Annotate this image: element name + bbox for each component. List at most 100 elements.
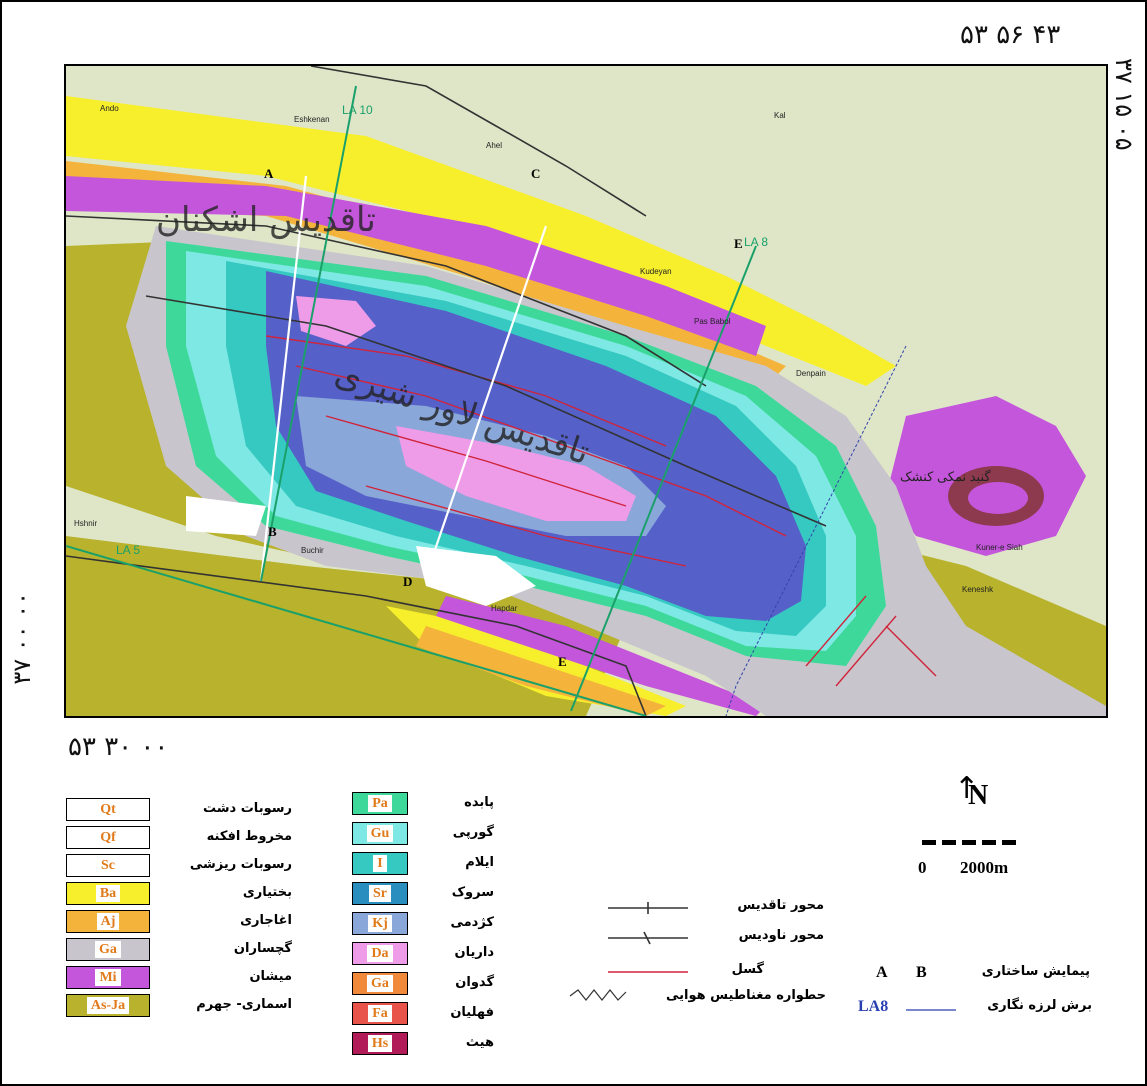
anticline-label: محور تاقدیس bbox=[737, 898, 824, 913]
syncline-axis bbox=[66, 555, 647, 716]
legend-swatch: Qt bbox=[66, 798, 150, 821]
fault-line bbox=[885, 625, 937, 677]
section-label-b: B bbox=[268, 524, 277, 539]
place-hshnir: Hshnir bbox=[74, 519, 97, 528]
legend-label: ایلام bbox=[465, 855, 494, 870]
section-label-e-top: E bbox=[734, 236, 743, 251]
legend-label: سروک bbox=[451, 885, 494, 900]
place-hapdar: Hapdar bbox=[491, 604, 518, 613]
anticline-symbol bbox=[608, 902, 688, 914]
legend-label: بختیاری bbox=[242, 885, 292, 900]
legend-label: گدوان bbox=[455, 975, 494, 990]
unit-mi-south bbox=[436, 596, 766, 716]
north-arrow-icon: ↑ bbox=[954, 771, 980, 806]
legend-item: Aj اغاجاری bbox=[66, 910, 292, 934]
seismic-legend-label: برش لرزه نگاری bbox=[987, 998, 1092, 1013]
unit-ba-north bbox=[66, 96, 896, 386]
legend-item: Sc رسوبات ریزشی bbox=[66, 854, 292, 878]
legend-label: رسوبات ریزشی bbox=[189, 857, 292, 872]
handwritten-anticline-north: تاقدیس اشکنان bbox=[156, 200, 376, 240]
legend-swatch: Qf bbox=[66, 826, 150, 849]
legend-swatch: Sr bbox=[352, 882, 408, 905]
section-line-ab bbox=[259, 175, 308, 582]
legend-item: Da داریان bbox=[352, 942, 494, 966]
anticline-axis bbox=[66, 215, 707, 387]
legend-code: Sc bbox=[97, 857, 119, 874]
place-ahel: Ahel bbox=[486, 141, 502, 150]
legend-item: I ایلام bbox=[352, 852, 494, 876]
legend-swatch: Mi bbox=[66, 966, 150, 989]
place-kudeyan: Kudeyan bbox=[640, 267, 672, 276]
legend-code: Gu bbox=[366, 825, 394, 842]
legend-label: گورپی bbox=[452, 825, 494, 840]
seismic-legend-symbol bbox=[906, 1009, 956, 1011]
legend-code: Mi bbox=[95, 969, 121, 986]
section-line-cd bbox=[424, 225, 548, 577]
scale-bar: 0 2000m bbox=[918, 840, 1038, 890]
legend-code: Hs bbox=[367, 1035, 393, 1052]
north-label: N bbox=[968, 780, 989, 811]
section-legend-a: A bbox=[876, 964, 888, 981]
anticline-axis bbox=[310, 66, 647, 217]
legend-label: کژدمی bbox=[450, 915, 494, 930]
legend-code: Qt bbox=[96, 801, 120, 818]
legend-label: اغاجاری bbox=[240, 913, 292, 928]
legend-label: رسوبات دشت bbox=[203, 801, 292, 816]
scale-zero-label: 0 bbox=[918, 858, 927, 877]
fault-label: گسل bbox=[731, 962, 764, 977]
legend-swatch: I bbox=[352, 852, 408, 875]
legend-label: پابده bbox=[464, 795, 494, 810]
unit-da-north bbox=[296, 296, 376, 346]
legend-label: اسماری- جهرم bbox=[196, 997, 292, 1012]
legend-swatch: Fa bbox=[352, 1002, 408, 1025]
seismic-line-la5 bbox=[66, 545, 647, 716]
section-legend-b: B bbox=[916, 964, 927, 981]
seismic-label-la8: LA 8 bbox=[744, 235, 768, 249]
coordinate-bottom-left: ۵۳ ۳۰ ۰۰ bbox=[68, 732, 169, 762]
legend-label: مخروط افکنه bbox=[206, 829, 292, 844]
legend-code: Da bbox=[367, 945, 393, 962]
legend-code: Ga bbox=[367, 975, 393, 992]
legend-swatch: Ga bbox=[352, 972, 408, 995]
legend-label: گچساران bbox=[233, 941, 292, 956]
coordinate-right-top: ۳۷ ۱۵ ۰۵ bbox=[1110, 58, 1138, 151]
north-arrow: ↑ N bbox=[954, 771, 988, 812]
legend-swatch: Sc bbox=[66, 854, 150, 877]
fault-line bbox=[365, 485, 687, 567]
legend-code: Sr bbox=[369, 885, 391, 902]
anticline-axis bbox=[145, 295, 827, 527]
seismic-legend-code: LA8 bbox=[858, 998, 889, 1015]
place-ando: Ando bbox=[100, 104, 119, 113]
legend-item: Hs هیث bbox=[352, 1032, 494, 1056]
fault-line bbox=[295, 365, 787, 537]
section-legend-label: پیمایش ساختاری bbox=[981, 964, 1090, 979]
unit-mi-north bbox=[66, 176, 766, 356]
seismic-lines bbox=[66, 85, 757, 716]
aeromagnetic-line bbox=[725, 345, 907, 716]
unit-aj-south bbox=[416, 626, 666, 716]
fold-axes bbox=[66, 66, 827, 716]
section-label-a: A bbox=[264, 166, 274, 181]
legend-item: Qt رسوبات دشت bbox=[66, 798, 292, 822]
seismic-line-la10 bbox=[260, 85, 357, 582]
legend-label: داریان bbox=[454, 945, 494, 960]
aeromagnetic-label: حطواره مغناطیس هوایی bbox=[665, 988, 826, 1003]
section-label-c: C bbox=[531, 166, 540, 181]
place-eshkenan: Eshkenan bbox=[294, 115, 330, 124]
fault-line bbox=[325, 415, 627, 507]
legend-item: Ga گدوان bbox=[352, 972, 494, 996]
legend-item: Fa فهلیان bbox=[352, 1002, 494, 1026]
section-label-e-bottom: E bbox=[558, 654, 567, 669]
fault-line bbox=[805, 595, 867, 667]
legend-label: هیث bbox=[465, 1035, 494, 1050]
syncline-symbol bbox=[608, 931, 688, 945]
scale-distance-label: 2000m bbox=[960, 858, 1009, 877]
legend-label: فهلیان bbox=[450, 1005, 494, 1020]
fault-symbol bbox=[608, 971, 688, 973]
legend-swatch: Aj bbox=[66, 910, 150, 933]
